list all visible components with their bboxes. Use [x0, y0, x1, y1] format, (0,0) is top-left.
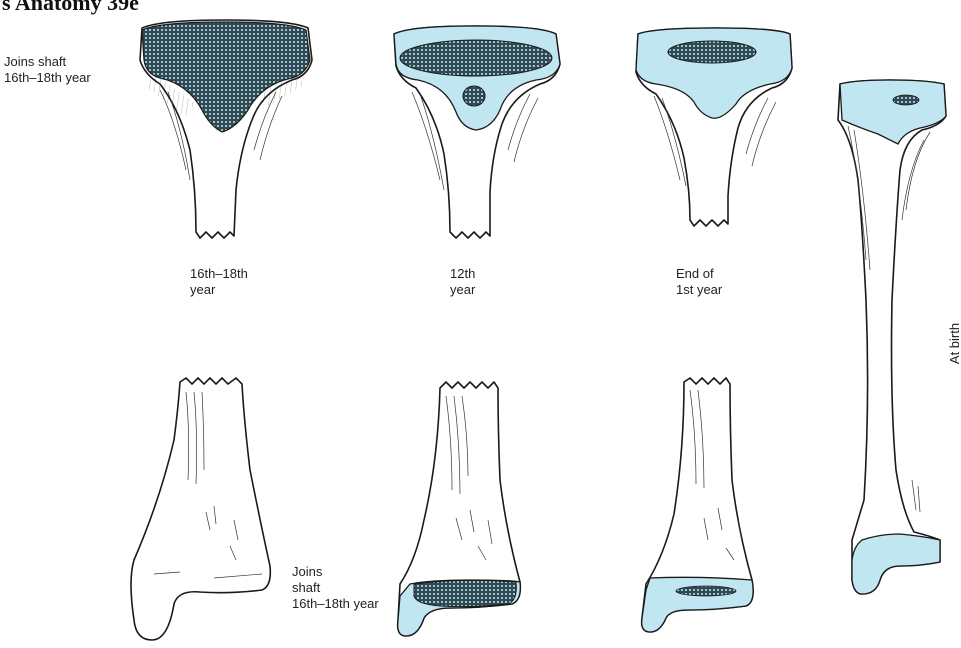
label-line: End of [676, 266, 722, 282]
cartilage-distal [642, 577, 753, 632]
joins-shaft-label-top: Joins shaft 16th–18th year [4, 54, 91, 86]
proximal-tibia-1yr [636, 28, 792, 226]
ossification-center-main [400, 40, 552, 76]
label-line: 16th–18th year [4, 70, 91, 86]
distal-tibia-12 [398, 382, 521, 636]
cartilage-distal [852, 534, 940, 594]
label-line: 1st year [676, 282, 722, 298]
age-label-16-18: 16th–18th year [190, 266, 248, 298]
at-birth-label: At birth [947, 323, 961, 364]
ossification-center-distal [414, 580, 516, 606]
label-line: year [190, 282, 248, 298]
label-line: Joins shaft [4, 54, 91, 70]
ossification-center-large [142, 22, 310, 132]
joins-shaft-label-bottom: Joins shaft 16th–18th year [292, 564, 379, 612]
label-line: 16th–18th [190, 266, 248, 282]
age-label-1yr: End of 1st year [676, 266, 722, 298]
label-line: shaft [292, 580, 379, 596]
distal-tibia-16-18 [131, 378, 270, 640]
label-line: 12th [450, 266, 475, 282]
ossification-center-tiny [893, 95, 919, 105]
tibia-at-birth [838, 80, 946, 594]
label-line: Joins [292, 564, 379, 580]
ossification-center-tubercle [463, 86, 485, 106]
age-label-12: 12th year [450, 266, 475, 298]
distal-tibia-1yr [642, 378, 753, 632]
proximal-tibia-16-18 [140, 20, 312, 238]
label-line: year [450, 282, 475, 298]
ossification-center-distal-small [676, 586, 736, 596]
label-line: 16th–18th year [292, 596, 379, 612]
ossification-center-small [668, 41, 756, 63]
proximal-tibia-12 [394, 26, 560, 238]
